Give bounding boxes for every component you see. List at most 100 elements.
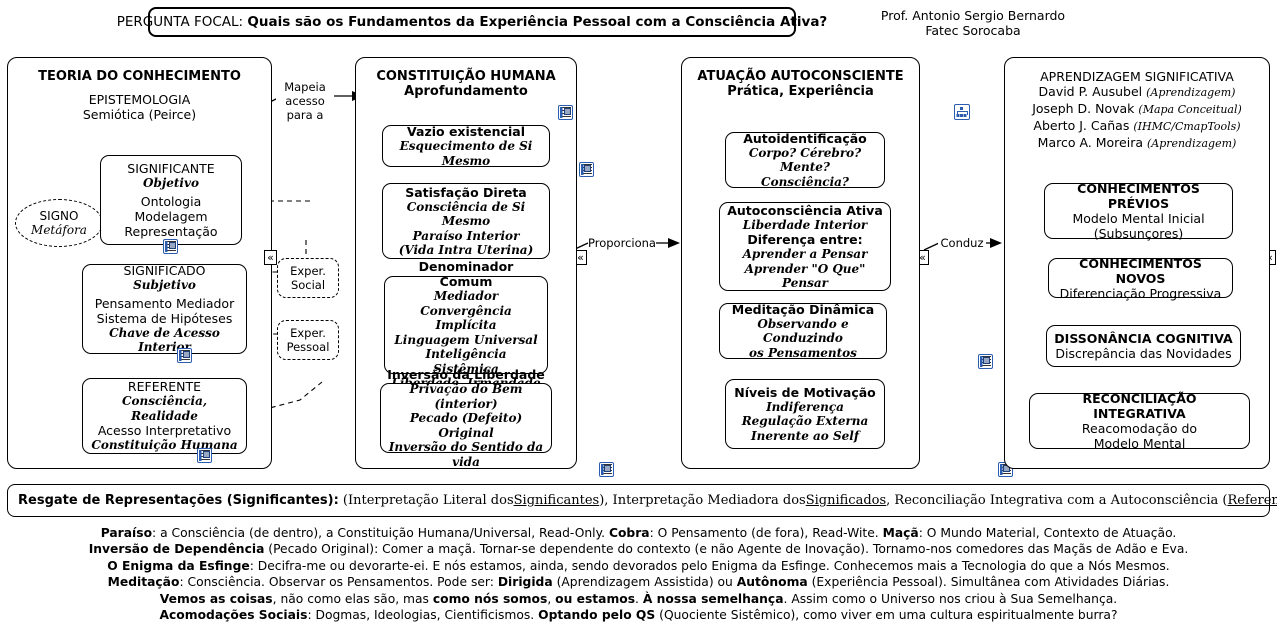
panel1-sub-line2: Semiótica (Peirce) <box>82 107 197 122</box>
box-significante-line3: Representação <box>124 223 218 239</box>
resgate-bold-prefix: Resgate de Representações (Significantes… <box>18 493 339 508</box>
panel4-author-row: David P. Ausubel (Aprendizagem) <box>1005 84 1269 101</box>
box-novos-head: CONHECIMENTOS NOVOS <box>1079 255 1202 286</box>
box-denominador-script2: Convergência Implícita <box>420 303 512 333</box>
box-niveis-motivacao[interactable]: Níveis de Motivação Indiferença Regulaçã… <box>725 379 885 449</box>
box-satisfacao-script3: (Vida Intra Uterina) <box>398 243 534 257</box>
notes-block: Paraíso: a Consciência (de dentro), a Co… <box>7 525 1270 623</box>
panel2-title: CONSTITUIÇÃO HUMANA <box>376 69 556 84</box>
box-referente-line1: Acesso Interpretativo <box>97 423 232 439</box>
panel3-title: ATUAÇÃO AUTOCONSCIENTE <box>697 69 904 84</box>
box-meditacao-dinamica[interactable]: Meditação Dinâmica Observando e Conduzin… <box>719 302 887 360</box>
box-significado-script-last: Chave de Acesso Interior <box>109 325 220 355</box>
box-dissonancia-line1: Discrepância das Novidades <box>1055 346 1232 361</box>
notes-line: Paraíso: a Consciência (de dentro), a Co… <box>100 526 1177 540</box>
panel4-author-note: (Aprendizagem) <box>1147 137 1237 150</box>
box-autoidentificacao[interactable]: Autoidentificação Corpo? Cérebro? Mente?… <box>725 131 885 189</box>
box-denominador-comum[interactable]: Denominador Comum Mediador Convergência … <box>384 259 548 390</box>
exper-social-line2: Social <box>290 278 326 292</box>
signo-oval: SIGNO Metáfora <box>15 199 103 247</box>
box-previos-line1: Modelo Mental Inicial <box>1072 211 1205 226</box>
box-exper-pessoal[interactable]: Exper. Pessoal <box>277 320 339 360</box>
resource-doc-icon[interactable] <box>197 448 213 463</box>
resource-doc-icon[interactable] <box>163 239 178 254</box>
box-vazio-existencial[interactable]: Vazio existencial Esquecimento de Si Mes… <box>382 124 550 168</box>
box-meditacao-script1: Observando e Conduzindo <box>757 316 849 346</box>
resgate-bar: Resgate de Representações (Significantes… <box>7 484 1277 517</box>
notes-line: Inversão de Dependência (Pecado Original… <box>88 542 1189 557</box>
box-denominador-script3: Linguagem Universal <box>394 332 538 347</box>
box-significado-script: Subjetivo <box>133 278 196 293</box>
box-significante-script: Objetivo <box>143 176 199 191</box>
box-significado-line2: Sistema de Hipóteses <box>96 310 233 326</box>
panel4-author-name: Aberto J. Cañas <box>1033 118 1130 133</box>
box-significante-head: SIGNIFICANTE <box>127 161 215 177</box>
resource-doc-icon[interactable] <box>558 105 574 120</box>
resgate-seg1: (Interpretação Literal dos <box>342 493 514 508</box>
box-referente-head: REFERENTE <box>127 379 202 395</box>
box-inversao-script2: Pecado (Defeito) Original <box>409 411 523 440</box>
notes-line: Meditação: Consciência. Observar os Pens… <box>107 575 1170 590</box>
resource-doc-icon[interactable] <box>578 162 594 177</box>
box-autocons-script2a: Aprender a Pensar <box>742 247 868 261</box>
box-referente-script: Consciência, Realidade <box>121 394 208 423</box>
box-significante-line1: Ontologia <box>140 193 202 209</box>
author-block: Prof. Antonio Sergio Bernardo Fatec Soro… <box>838 8 1108 38</box>
box-referente[interactable]: REFERENTE Consciência, Realidade Acesso … <box>82 378 247 454</box>
panel3-sub: Prática, Experiência <box>727 84 874 99</box>
panel4-author-note: (IHMC/CmapTools) <box>1133 120 1241 133</box>
box-significante-line2: Modelagem <box>134 208 208 224</box>
box-reconciliacao-integrativa[interactable]: RECONCILIAÇÃO INTEGRATIVA Reacomodação d… <box>1029 391 1250 451</box>
box-autoconsciencia-ativa[interactable]: Autoconsciência Ativa Liberdade Interior… <box>719 202 891 291</box>
box-niveis-head: Níveis de Motivação <box>734 384 876 400</box>
panel4-title: APRENDIZAGEM SIGNIFICATIVA <box>1040 69 1234 84</box>
resource-doc-icon[interactable] <box>977 354 993 369</box>
connector-label-conduz: Conduz <box>938 236 986 250</box>
author-affiliation: Fatec Sorocaba <box>925 23 1021 38</box>
box-autocons-script1: Liberdade Interior <box>742 217 868 232</box>
panel4-author-row: Joseph D. Novak (Mapa Conceitual) <box>1005 101 1269 118</box>
panel4-author-note: (Mapa Conceitual) <box>1138 103 1242 116</box>
exper-pessoal-line1: Exper. <box>290 326 326 340</box>
box-autoident-script2: Consciência? <box>761 174 849 189</box>
box-inversao-script1: Privação do Bem (interior) <box>409 382 523 411</box>
resgate-seg3: , Reconciliação Integrativa com a Autoco… <box>886 493 1228 508</box>
box-satisfacao-script1: Consciência de Si Mesmo <box>406 199 526 229</box>
connector-mapeia-line2: acesso <box>285 94 325 108</box>
box-autoident-script1: Corpo? Cérebro? Mente? <box>748 145 862 175</box>
author-name: Prof. Antonio Sergio Bernardo <box>880 8 1066 23</box>
box-niveis-script1: Indiferença <box>766 399 844 414</box>
exper-social-line1: Exper. <box>290 264 326 278</box>
chevron-marker-left[interactable]: « <box>264 250 277 265</box>
box-significado[interactable]: SIGNIFICADO Subjetivo Pensamento Mediado… <box>82 263 247 355</box>
resource-doc-icon[interactable] <box>598 462 614 477</box>
focal-question-box: PERGUNTA FOCAL: Quais são os Fundamentos… <box>117 7 827 37</box>
panel4-author-row: Aberto J. Cañas (IHMC/CmapTools) <box>1005 118 1269 135</box>
box-niveis-script3: Inerente ao Self <box>751 428 859 443</box>
connector-mapeia-line1: Mapeia <box>284 80 326 94</box>
box-conhecimentos-previos[interactable]: CONHECIMENTOS PRÉVIOS Modelo Mental Inic… <box>1044 181 1233 241</box>
box-inversao-liberdade[interactable]: Inversão da Liberdade Privação do Bem (i… <box>380 367 552 469</box>
notes-line: O Enigma da Esfinge: Decifra-me ou devor… <box>107 558 1170 573</box>
connector-mapeia-line3: para a <box>286 108 324 122</box>
box-exper-social[interactable]: Exper. Social <box>277 258 339 298</box>
panel4-author-name: David P. Ausubel <box>1038 84 1143 99</box>
connector-label-proporciona: Proporciona <box>588 236 656 250</box>
box-meditacao-script2: os Pensamentos <box>749 345 857 360</box>
box-dissonancia-cognitiva[interactable]: DISSONÂNCIA COGNITIVA Discrepância das N… <box>1046 325 1241 367</box>
resgate-underline-referente: Referente <box>1227 493 1277 508</box>
box-niveis-script2: Regulação Externa <box>741 414 869 429</box>
box-novos-line1: Diferenciação Progressiva <box>1059 285 1222 301</box>
concept-tree-icon[interactable] <box>953 104 970 120</box>
box-significado-line1: Pensamento Mediador <box>94 295 235 311</box>
box-conhecimentos-novos[interactable]: CONHECIMENTOS NOVOS Diferenciação Progre… <box>1048 255 1233 301</box>
focal-question-text: Quais são os Fundamentos da Experiência … <box>247 14 828 30</box>
panel4-author-note: (Aprendizagem) <box>1146 86 1236 99</box>
resource-doc-icon[interactable] <box>177 348 193 363</box>
box-referente-script-last: Constituição Humana <box>91 438 238 453</box>
box-denominador-script1: Mediador <box>433 289 499 304</box>
box-satisfacao-direta[interactable]: Satisfação Direta Consciência de Si Mesm… <box>382 183 550 259</box>
box-vazio-head: Vazio existencial <box>407 124 525 139</box>
box-reconciliacao-line2: Modelo Mental <box>1093 436 1186 451</box>
box-significante[interactable]: SIGNIFICANTE Objetivo Ontologia Modelage… <box>100 155 242 245</box>
